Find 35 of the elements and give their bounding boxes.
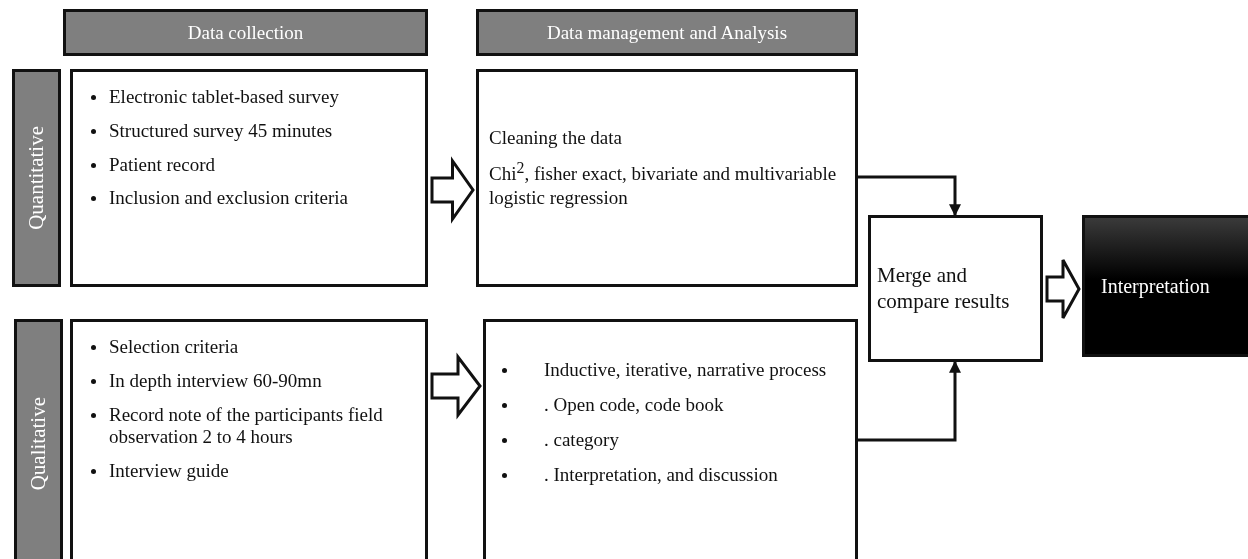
- interpretation-box: [1082, 215, 1248, 357]
- analysis-text: Cleaning the data: [489, 126, 623, 150]
- bullet-text: Interview guide: [109, 460, 229, 482]
- block-arrow: [1045, 258, 1081, 320]
- method-box: [70, 319, 428, 559]
- bullet-text: Electronic tablet-based survey: [109, 86, 339, 107]
- merge-text: Merge and compare results: [877, 263, 1011, 314]
- header-text: Data collection: [187, 21, 304, 44]
- bullet-text: . Open code, code book: [544, 394, 724, 416]
- block-arrow: [430, 352, 482, 420]
- header-text: Data management and Analysis: [546, 21, 788, 44]
- method-box: [70, 69, 428, 287]
- analysis-box: [483, 319, 858, 559]
- bullet-text: Inclusion and exclusion criteria: [109, 187, 348, 209]
- bullet-text: In depth interview 60-90mn: [109, 369, 322, 391]
- bullet-text: . Interpretation, and discussion: [544, 463, 778, 485]
- block-arrow: [430, 156, 475, 224]
- connector-arrow: [858, 360, 961, 442]
- bullet-text: Inductive, iterative, narrative process: [544, 359, 827, 381]
- bullet-text: Structured survey 45 minutes: [109, 119, 333, 141]
- connector-arrow: [858, 175, 961, 217]
- bullet-text: Record note of the participants field observation 2 to 4 hours: [109, 403, 383, 448]
- band-label: Qualitative: [26, 397, 51, 491]
- analysis-box: [476, 69, 858, 287]
- bullet-text: Selection criteria: [109, 336, 239, 357]
- bullet-text: . category: [544, 429, 619, 450]
- bullet-text: Patient record: [109, 153, 216, 175]
- phase-header: [476, 9, 858, 56]
- phase-header: [63, 9, 428, 56]
- band-label: Quantitative: [24, 126, 49, 230]
- merge-box: [868, 215, 1043, 362]
- interpretation-text: Interpretation: [1101, 274, 1211, 298]
- method-band: [12, 69, 61, 287]
- analysis-text: Chi$^{2}$, fisher exact, bivariate and multivariable logistic regression: [489, 159, 838, 210]
- method-band: [14, 319, 63, 559]
